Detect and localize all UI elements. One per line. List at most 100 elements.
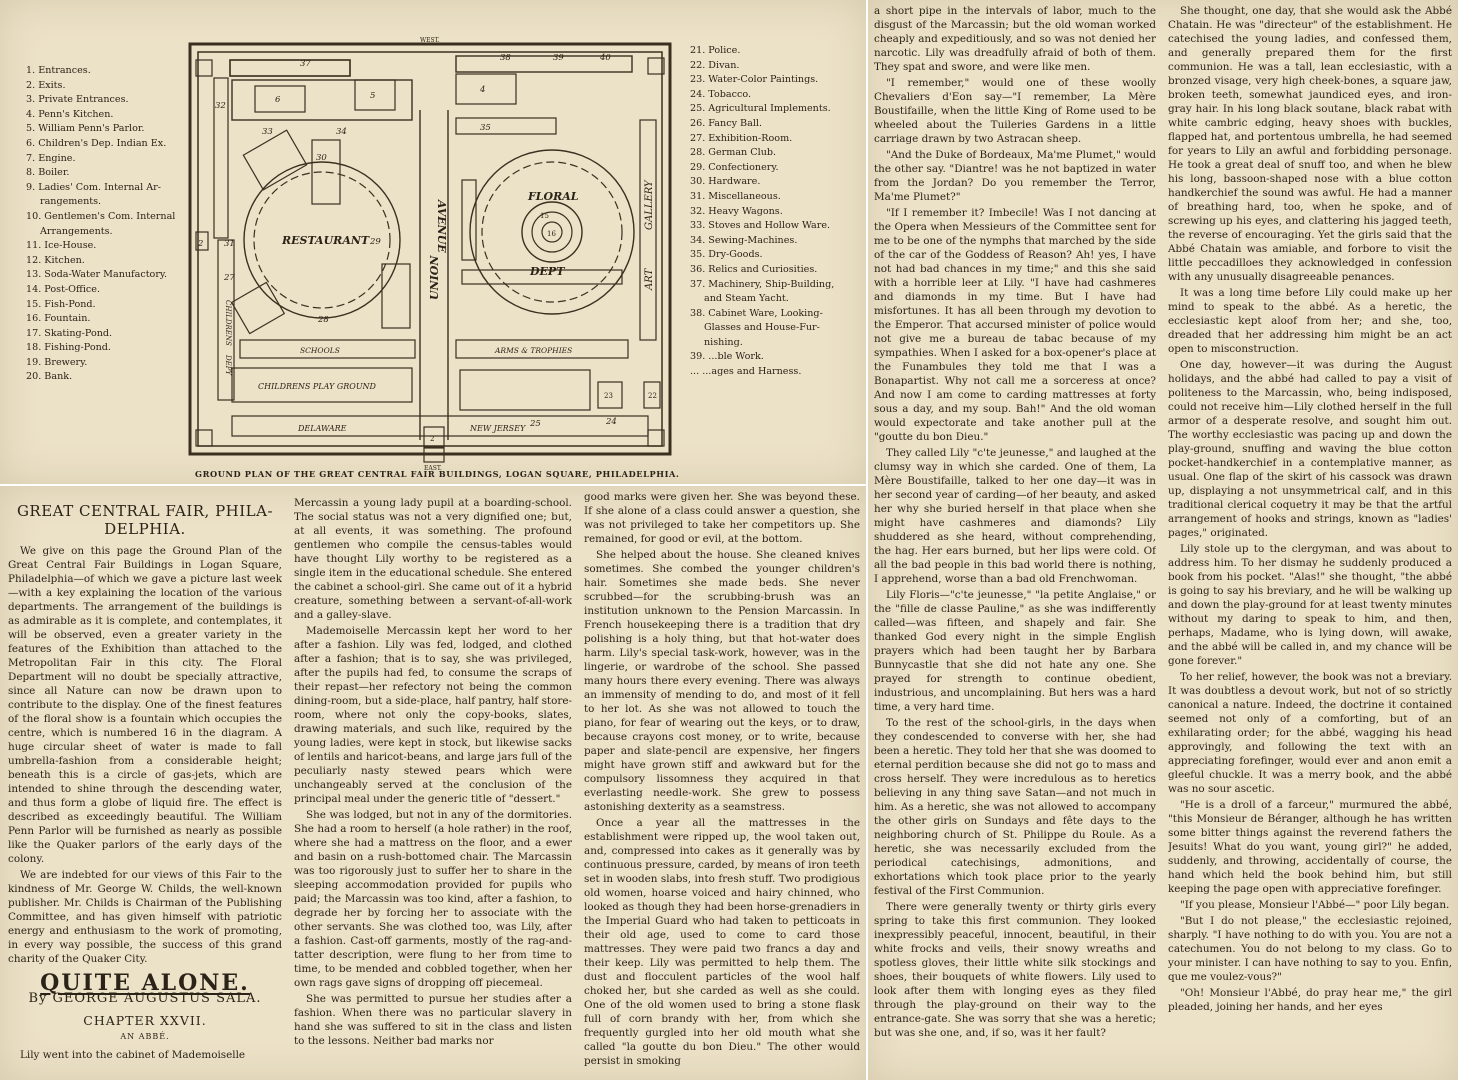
- label-arms: ARMS & TROPHIES: [494, 346, 572, 355]
- story-column-3: good marks were given her. She was beyon…: [584, 490, 860, 1080]
- label-restaurant: RESTAURANT: [281, 234, 370, 247]
- legend-item: 26. Fancy Ball.: [690, 117, 763, 129]
- article-title: GREAT CENTRAL FAIR, PHILA-DELPHIA.: [16, 502, 274, 538]
- legend-item: and Steam Yacht.: [704, 293, 789, 305]
- plan-number: 37: [300, 59, 311, 69]
- map-caption: GROUND PLAN OF THE GREAT CENTRAL FAIR BU…: [195, 469, 680, 479]
- legend-item: 12. Kitchen.: [26, 254, 85, 266]
- story-paragraph: Mercassin a young lady pupil at a boardi…: [294, 497, 572, 621]
- plan-number: 15: [540, 212, 549, 220]
- story-paragraph: She helped about the house. She cleaned …: [584, 549, 860, 813]
- label-floral: FLORAL: [527, 190, 579, 203]
- plan-number: 31: [224, 239, 235, 249]
- article-column: GREAT CENTRAL FAIR, PHILA-DELPHIA. We gi…: [8, 498, 282, 1080]
- compass-bottom: EAST.: [424, 465, 442, 472]
- label-avenue: AVENUE: [435, 199, 448, 253]
- legend-item: 21. Police.: [690, 45, 741, 56]
- legend-item: 25. Agricultural Implements.: [690, 103, 831, 115]
- story-paragraph: One day, however—it was during the Augus…: [1168, 359, 1452, 539]
- legend-item: 27. Exhibition-Room.: [690, 132, 793, 144]
- story-paragraph: There were generally twenty or thirty gi…: [874, 901, 1156, 1039]
- story-clipping-lower: [0, 486, 866, 1080]
- legend-item: 22. Divan.: [690, 59, 740, 71]
- legend-item: 6. Children's Dep. Indian Ex.: [26, 137, 167, 149]
- map-legend-left: 1. Entrances. 2. Exits. 3. Private Entranc…: [26, 64, 186, 385]
- plan-number: 22: [648, 392, 657, 400]
- plan-number: 33: [262, 127, 273, 137]
- legend-item: 32. Heavy Wagons.: [690, 205, 783, 217]
- legend-item: 5. William Penn's Parlor.: [26, 123, 145, 135]
- story-paragraph: "But I do not please," the ecclesiastic …: [1168, 915, 1452, 983]
- plan-number: 4: [479, 85, 485, 95]
- ground-plan: WEST. EAST. RESTAURANT AVENUE UNION FLOR…: [188, 37, 672, 472]
- plan-number: 25: [529, 419, 541, 429]
- legend-item: 36. Relics and Curiosities.: [690, 263, 818, 275]
- story-paragraph: Lily Floris—"c'te jeunesse," "la petite …: [874, 589, 1156, 713]
- plan-number: 2: [430, 435, 434, 443]
- legend-item: 2. Exits.: [26, 79, 66, 91]
- story-first-line: Lily went into the cabinet of Mademoisel…: [20, 1049, 246, 1061]
- story-paragraph: "And the Duke of Bordeaux, Ma'me Plumet,…: [874, 149, 1156, 203]
- plan-number: 30: [316, 153, 327, 163]
- label-art: ART: [644, 267, 655, 291]
- plan-number: 5: [370, 91, 375, 101]
- plan-number: 29: [369, 237, 381, 247]
- plan-number: 23: [604, 392, 613, 400]
- legend-item: 3. Private Entrances.: [26, 94, 129, 106]
- story-paragraph: "I remember," would one of these woolly …: [874, 77, 1156, 145]
- article-paragraph: We are indebted for our views of this Fa…: [8, 869, 282, 965]
- story-column-2: Mercassin a young lady pupil at a boardi…: [294, 496, 572, 1080]
- plan-number: 28: [317, 315, 329, 325]
- story-paragraph: She was lodged, but not in any of the do…: [294, 809, 572, 989]
- story-paragraph: Once a year all the mattresses in the es…: [584, 817, 860, 1067]
- story-paragraph: good marks were given her. She was beyon…: [584, 491, 860, 545]
- label-union: UNION: [428, 255, 441, 300]
- legend-item: 11. Ice-House.: [26, 240, 97, 252]
- legend-item: 39. ...ble Work.: [690, 351, 764, 363]
- legend-item: 31. Miscellaneous.: [690, 190, 781, 202]
- article-paragraph: We give on this page the Ground Plan of …: [8, 545, 282, 865]
- plan-number: 24: [605, 417, 617, 427]
- plan-number: 32: [215, 101, 226, 111]
- story-paragraph: "If I remember it? Imbecile! Was I not d…: [874, 207, 1156, 443]
- legend-item: 7. Engine.: [26, 152, 76, 164]
- legend-item: 4. Penn's Kitchen.: [26, 108, 114, 120]
- chapter-heading: CHAPTER XXVII.: [83, 1013, 207, 1028]
- legend-item: nishing.: [704, 336, 743, 348]
- story-clipping-right: [868, 0, 1458, 1080]
- plan-number: 38: [500, 53, 511, 63]
- legend-item: 30. Hardware.: [690, 176, 761, 188]
- legend-item: 18. Fishing-Pond.: [26, 342, 111, 354]
- story-paragraph: "If you please, Monsieur l'Abbé—" poor L…: [1180, 899, 1450, 911]
- legend-item: 1. Entrances.: [26, 65, 91, 76]
- legend-item: 13. Soda-Water Manufactory.: [26, 269, 168, 281]
- story-paragraph: They called Lily "c'te jeunesse," and la…: [874, 447, 1156, 585]
- label-dept: DEPT: [529, 265, 565, 278]
- story-paragraph: To her relief, however, the book was not…: [1168, 671, 1452, 795]
- story-paragraph: Mademoiselle Mercassin kept her word to …: [294, 625, 572, 805]
- plan-number: 16: [547, 230, 556, 238]
- legend-item: 29. Confectionery.: [690, 161, 779, 173]
- legend-item: 33. Stoves and Hollow Ware.: [690, 220, 831, 232]
- plan-number: 6: [275, 95, 281, 105]
- label-schools: SCHOOLS: [300, 346, 340, 355]
- legend-item: 23. Water-Color Paintings.: [690, 74, 819, 86]
- legend-item: 20. Bank.: [26, 371, 73, 383]
- label-delaware: DELAWARE: [297, 424, 347, 433]
- legend-item: Glasses and House-Fur-: [704, 322, 820, 334]
- story-paragraph: She was permitted to pursue her studies …: [294, 993, 572, 1047]
- legend-item: 17. Skating-Pond.: [26, 327, 113, 339]
- chapter-subtitle: AN ABBÉ.: [120, 1032, 170, 1041]
- story-column-5: She thought, one day, that she would ask…: [1168, 4, 1452, 1080]
- legend-item: ... ...ages and Harness.: [690, 366, 802, 378]
- label-gallery: GALLERY: [644, 179, 655, 230]
- plan-number: 2: [197, 239, 203, 249]
- legend-item: rangements.: [40, 196, 102, 208]
- legend-item: 9. Ladies' Com. Internal Ar-: [26, 181, 161, 193]
- label-playground: CHILDRENS PLAY GROUND: [258, 382, 377, 391]
- legend-item: 28. German Club.: [690, 147, 777, 159]
- label-depy: DEPY: [224, 354, 232, 376]
- legend-item: 19. Brewery.: [26, 356, 88, 368]
- legend-item: 34. Sewing-Machines.: [690, 234, 798, 246]
